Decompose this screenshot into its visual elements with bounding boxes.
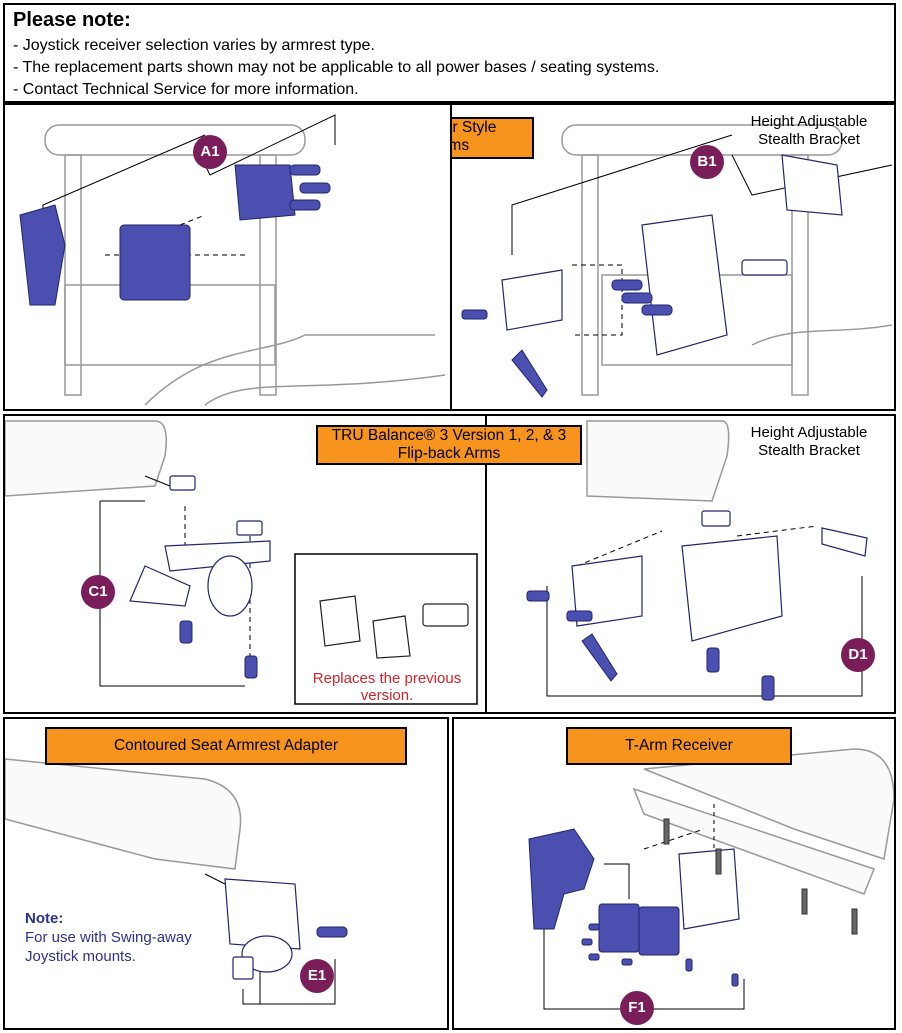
banner-tubular: Tubular Style Arms: [450, 117, 534, 159]
note-line-1: - Joystick receiver selection varies by …: [13, 37, 375, 54]
stealth-bracket-label-top: Height Adjustable Stealth Bracket: [750, 113, 868, 148]
tubular-arm-drawing: [19, 114, 446, 406]
contoured-adapter-drawing: [5, 758, 348, 1005]
banner-tru-line2: Flip-back Arms: [397, 445, 501, 462]
stealth-bracket-drawing: [461, 124, 893, 398]
stealth-bracket-label-middle: Height Adjustable Stealth Bracket: [750, 424, 868, 459]
tru-stealth-drawing: [526, 420, 868, 701]
note-line-3: - Contact Technical Service for more inf…: [13, 81, 359, 98]
panel-contoured: Contoured Seat Armrest Adapter Note: For…: [3, 717, 449, 1030]
banner-tru: TRU Balance® 3 Version 1, 2, & 3 Flip-ba…: [316, 425, 582, 465]
panel-tarm: T-Arm Receiver F1: [452, 717, 896, 1030]
please-note-box: Please note: - Joystick receiver selecti…: [3, 3, 896, 103]
note-line-2: - The replacement parts shown may not be…: [13, 59, 660, 76]
tru-flipback-drawing: [5, 420, 478, 705]
callout-b1: B1: [690, 145, 724, 179]
banner-tarm: T-Arm Receiver: [566, 727, 792, 765]
panel-tubular-left: A1: [3, 103, 452, 411]
banner-tubular-line1: Tubular Style: [452, 119, 497, 136]
note-heading: Note:: [25, 910, 64, 927]
note-title: Please note:: [13, 9, 131, 31]
replaces-previous-text: Replaces the previous version.: [312, 670, 462, 704]
banner-contoured: Contoured Seat Armrest Adapter: [45, 727, 407, 765]
callout-a1: A1: [193, 135, 227, 169]
panel-tubular-right: Tubular Style Arms Height Adjustable Ste…: [450, 103, 896, 411]
callout-f1: F1: [620, 991, 654, 1025]
callout-d1: D1: [841, 638, 875, 672]
banner-tubular-line2: Arms: [450, 137, 470, 154]
callout-c1: C1: [81, 575, 115, 609]
tarm-receiver-drawing: [528, 748, 894, 1010]
callout-e1: E1: [300, 959, 334, 993]
banner-tru-line1: TRU Balance® 3 Version 1, 2, & 3: [331, 427, 567, 444]
swing-away-note: Note: For use with Swing-away Joystick m…: [25, 910, 192, 965]
